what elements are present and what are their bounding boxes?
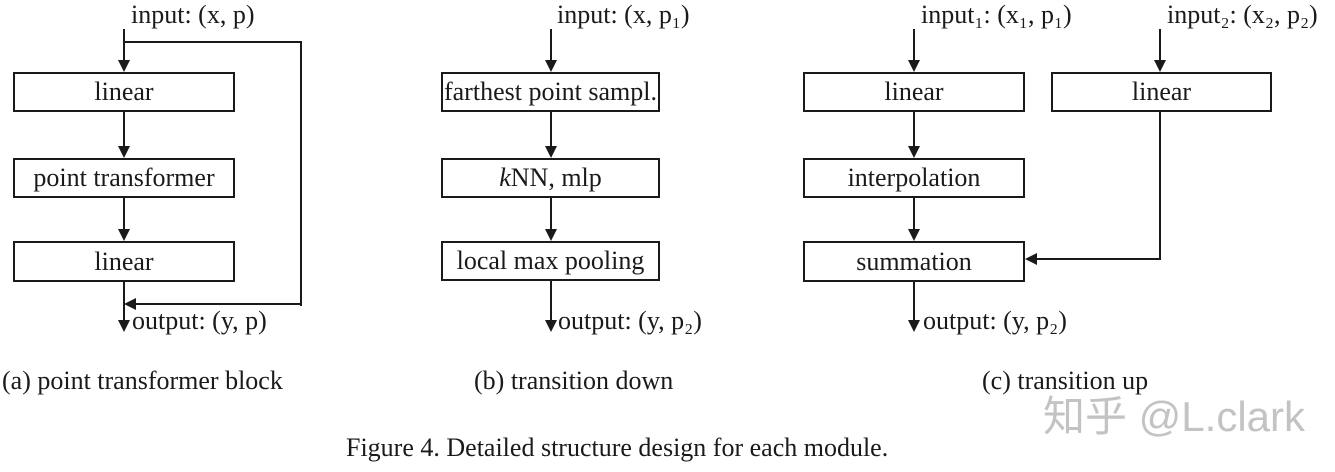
flow-line-b-3 [550, 198, 552, 230]
flow-line-b-2 [550, 112, 552, 147]
flow-line-b-1 [550, 29, 552, 61]
box-label: linear [94, 246, 154, 276]
watermark: 知乎 @L.clark [1043, 393, 1306, 440]
arrow-down-icon [908, 146, 920, 158]
flow-line-a-3 [123, 198, 125, 230]
box-label: point transformer [33, 163, 215, 192]
merge-line-across-c [1037, 258, 1161, 260]
flow-line-c-left-2 [913, 112, 915, 147]
box-label: summation [856, 246, 972, 276]
arrow-down-icon [908, 60, 920, 72]
input2-label-c: input₂: (x₂, p₂) [1167, 0, 1318, 29]
arrow-down-icon [545, 229, 557, 241]
box-label: local max pooling [456, 246, 645, 275]
box-linear-right-c: linear [1051, 72, 1272, 112]
box-label: interpolation [847, 163, 981, 192]
box-label: linear [884, 77, 944, 106]
skip-line-top-a [124, 41, 302, 43]
output-label-c: output: (y, p₂) [923, 306, 1067, 335]
flow-line-b-4 [550, 281, 552, 322]
figure-caption: Figure 4. Detailed structure design for … [346, 433, 889, 462]
box-linear-top-a: linear [13, 72, 235, 112]
skip-line-right-a [300, 41, 302, 306]
box-label: linear [94, 77, 154, 106]
skip-line-return-a [136, 303, 302, 305]
caption-c: (c) transition up [982, 366, 1149, 395]
input-label-a: input: (x, p) [131, 0, 255, 29]
flow-line-c-right-1 [1159, 29, 1161, 61]
box-linear-bottom-a: linear [13, 241, 235, 282]
arrow-down-icon [118, 146, 130, 158]
flow-line-a-1 [123, 29, 125, 61]
arrow-left-icon [1025, 253, 1037, 265]
box-local-max-pooling-b: local max pooling [441, 241, 660, 281]
arrow-down-icon [908, 320, 920, 332]
flow-line-c-left-3 [913, 198, 915, 230]
merge-line-down-c [1159, 112, 1161, 260]
arrow-down-icon [1154, 60, 1166, 72]
input1-label-c: input₁: (x₁, p₁) [921, 0, 1072, 29]
output-label-b: output: (y, p₂) [558, 306, 702, 335]
flow-line-a-2 [123, 112, 125, 147]
arrow-down-icon [545, 320, 557, 332]
flow-line-c-left-4 [913, 282, 915, 322]
arrow-down-icon [545, 146, 557, 158]
box-label-italic-k: k [499, 163, 511, 192]
box-interpolation-c: interpolation [803, 158, 1025, 198]
caption-b: (b) transition down [474, 366, 674, 395]
box-label: NN, mlp [510, 163, 602, 192]
arrow-down-icon [545, 60, 557, 72]
output-label-a: output: (y, p) [132, 306, 267, 335]
flow-line-a-4 [123, 282, 125, 322]
arrow-down-icon [118, 229, 130, 241]
arrow-down-icon [908, 229, 920, 241]
flow-line-c-left-1 [913, 29, 915, 61]
box-label: farthest point sampl. [443, 77, 657, 106]
box-farthest-point-sampling-b: farthest point sampl. [441, 72, 660, 112]
box-label: linear [1131, 77, 1192, 106]
box-summation-c: summation [803, 241, 1025, 282]
box-linear-left-c: linear [803, 72, 1025, 112]
input-label-b: input: (x, p₁) [557, 0, 690, 29]
caption-a: (a) point transformer block [2, 366, 283, 395]
arrow-down-icon [118, 60, 130, 72]
box-point-transformer-a: point transformer [13, 158, 235, 198]
arrow-down-icon [118, 320, 130, 332]
arrow-left-icon [124, 298, 136, 310]
